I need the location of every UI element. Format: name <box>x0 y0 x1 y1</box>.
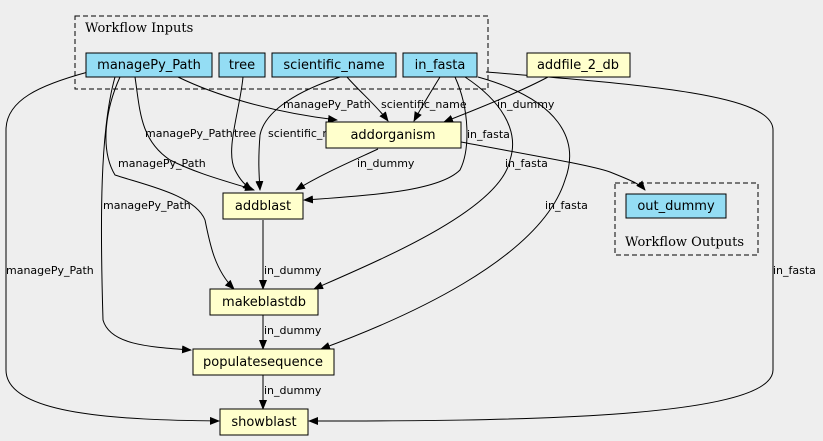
edge-in-fasta-addorganism <box>413 76 441 122</box>
node-label: managePy_Path <box>97 58 201 73</box>
edge-in-fasta-populatesequence <box>320 76 571 350</box>
edge-in-fasta-addblast <box>303 76 468 204</box>
edge-addorganism-addblast <box>295 148 379 191</box>
node-label: addorganism <box>350 128 435 143</box>
node-managepy-path[interactable]: managePy_Path <box>85 52 213 78</box>
node-label: scientific_name <box>283 58 384 73</box>
edge-label-addblast-makeblastdb: in_dummy <box>264 264 322 277</box>
node-makeblastdb[interactable]: makeblastdb <box>209 288 319 316</box>
node-label: populatesequence <box>203 355 323 370</box>
node-addblast[interactable]: addblast <box>222 192 304 220</box>
edge-in-fasta-makeblastdb <box>313 76 514 290</box>
node-scientific-name[interactable]: scientific_name <box>271 52 397 78</box>
edge-label-in-fasta-populatesequence: in_fasta <box>545 199 588 212</box>
node-showblast[interactable]: showblast <box>219 408 309 436</box>
edge-label-managepy-makeblastdb: managePy_Path <box>118 157 206 170</box>
node-label: out_dummy <box>637 199 715 214</box>
node-tree[interactable]: tree <box>218 52 266 78</box>
edge-in-fasta-showblast <box>308 71 774 425</box>
workflow-inputs-cluster: Workflow Inputs <box>74 15 489 90</box>
edge-label-tree-addblast: tree <box>234 127 256 140</box>
node-addorganism[interactable]: addorganism <box>325 121 462 149</box>
node-label: addblast <box>235 199 291 214</box>
edge-label-managepy-showblast: managePy_Path <box>6 264 94 277</box>
node-out-dummy[interactable]: out_dummy <box>625 193 727 219</box>
workflow-outputs-label: Workflow Outputs <box>625 235 744 250</box>
edge-label-addorganism-addblast: in_dummy <box>357 157 415 170</box>
node-addfile-2-db[interactable]: addfile_2_db <box>526 52 631 78</box>
node-label: addfile_2_db <box>537 58 619 73</box>
workflow-inputs-label: Workflow Inputs <box>85 21 193 36</box>
node-label: in_fasta <box>415 58 466 73</box>
edge-managepy-addblast <box>134 76 255 191</box>
edges <box>5 71 774 425</box>
edge-addfile-addorganism <box>443 76 549 123</box>
node-populatesequence[interactable]: populatesequence <box>192 348 335 376</box>
node-in-fasta[interactable]: in_fasta <box>402 52 478 78</box>
edge-labels: managePy_Path scientific_name in_dummy i… <box>6 98 816 397</box>
node-label: tree <box>229 58 255 73</box>
edge-addorganism-out-dummy <box>460 141 646 191</box>
edge-label-addorganism-out-dummy: in_fasta <box>505 157 548 170</box>
workflow-outputs-cluster: Workflow Outputs <box>614 182 759 256</box>
edge-scientific-name-addblast <box>255 76 341 191</box>
edge-label-addfile-addorganism: in_dummy <box>497 98 555 111</box>
edge-label-in-fasta-showblast: in_fasta <box>773 264 816 277</box>
edge-label-scientific-name-addorganism: scientific_name <box>381 98 467 111</box>
edge-tree-addblast <box>231 76 253 191</box>
edge-label-managepy-populatesequence: managePy_Path <box>103 199 191 212</box>
edge-label-managepy-addblast: managePy_Path <box>145 127 233 140</box>
edge-managepy-addorganism <box>177 76 338 123</box>
edge-managepy-showblast <box>5 71 220 425</box>
edge-label-makeblastdb-populatesequence: in_dummy <box>264 324 322 337</box>
node-label: makeblastdb <box>222 295 306 310</box>
edge-label-managepy-addorganism: managePy_Path <box>283 98 371 111</box>
edge-label-populatesequence-showblast: in_dummy <box>264 384 322 397</box>
node-label: showblast <box>231 415 296 430</box>
edge-label-in-fasta-addorganism: in_fasta <box>467 128 510 141</box>
edge-managepy-populatesequence <box>100 76 192 354</box>
edge-scientific-name-addorganism <box>346 76 389 122</box>
edge-managepy-makeblastdb <box>105 76 235 290</box>
